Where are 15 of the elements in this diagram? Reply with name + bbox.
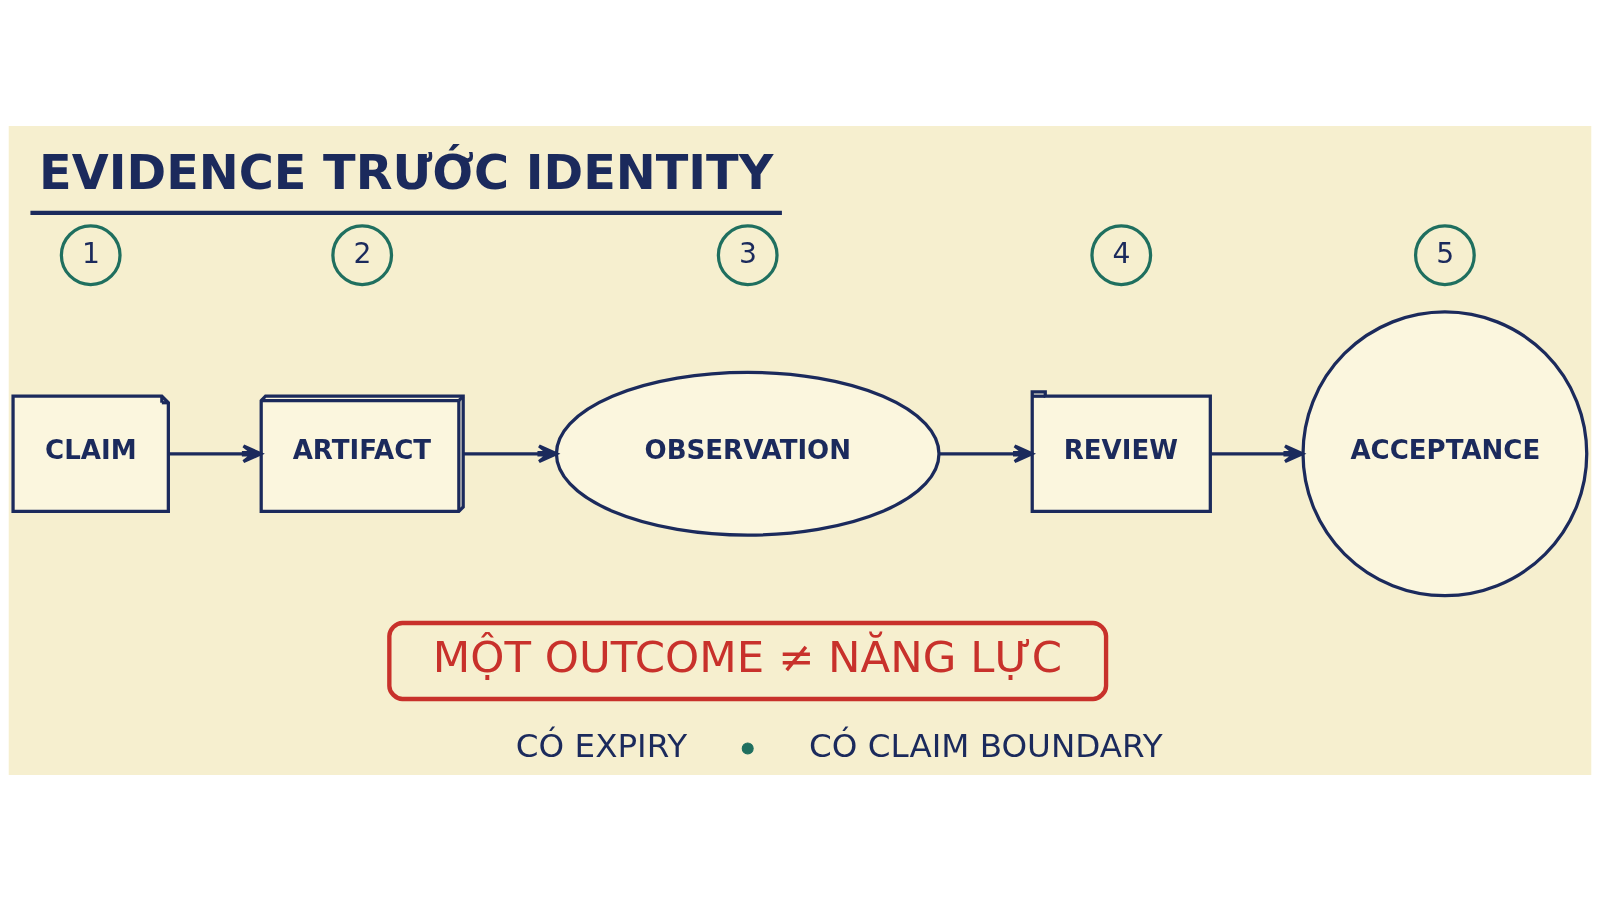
node-circle: 2 <box>331 223 394 286</box>
node-circle: 3 <box>716 223 779 286</box>
node-circle: 1 <box>59 223 122 286</box>
arrow <box>463 443 559 463</box>
diagram-title: EVIDENCE TRƯỚC IDENTITY <box>39 144 774 200</box>
node-ellipse: OBSERVATION <box>554 370 941 537</box>
arrow <box>168 443 263 463</box>
node-box: MỘT OUTCOME ≠ NĂNG LỰC <box>387 620 1109 701</box>
arrow <box>1210 443 1305 463</box>
node-circle: 4 <box>1090 223 1153 286</box>
arrow <box>939 443 1034 463</box>
label: CÓ EXPIRY <box>515 726 688 765</box>
label: CÓ CLAIM BOUNDARY <box>809 726 1163 765</box>
node-circle: ACCEPTANCE <box>1301 309 1589 597</box>
node-circle: 5 <box>1413 223 1476 286</box>
